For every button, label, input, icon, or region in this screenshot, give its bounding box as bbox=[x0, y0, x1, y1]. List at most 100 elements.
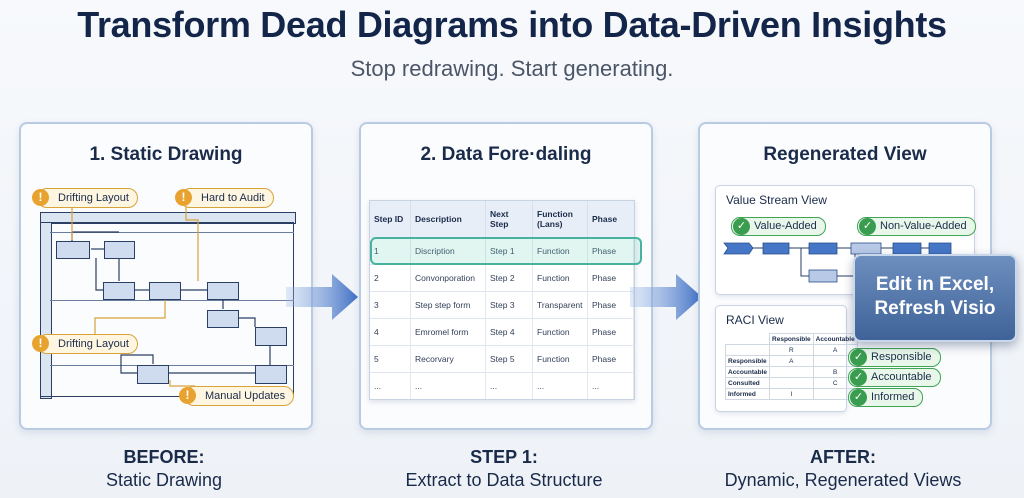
caption-text: Static Drawing bbox=[105, 470, 223, 490]
lane-frame bbox=[40, 222, 294, 397]
table-cell: Step 5 bbox=[485, 345, 533, 373]
table-cell: I bbox=[769, 388, 814, 400]
table-cell: Accountable bbox=[812, 333, 858, 345]
table-cell: Emromel form bbox=[410, 318, 486, 346]
table-cell: Function bbox=[532, 237, 588, 265]
pill-label: Responsible bbox=[871, 351, 932, 363]
table-cell: 3 bbox=[370, 291, 411, 319]
table-row[interactable]: 3 Step step form Step 3 Transparent Phas… bbox=[370, 291, 634, 319]
check-icon: ✓ bbox=[850, 349, 867, 366]
callout-label: Drifting Layout bbox=[58, 338, 129, 350]
table-cell: R bbox=[769, 344, 814, 356]
card-title: Value Stream View bbox=[726, 193, 827, 207]
pill-label: Informed bbox=[871, 391, 915, 403]
table-cell: Phase bbox=[587, 318, 634, 346]
panel-title: Regenerated View bbox=[763, 144, 927, 165]
panel-title: 2. Data Fore·daling bbox=[420, 144, 592, 165]
table-cell: Phase bbox=[587, 345, 634, 373]
table-row[interactable]: 4 Emromel form Step 4 Function Phase bbox=[370, 318, 634, 346]
table-cell: 1 bbox=[370, 237, 411, 265]
warning-icon: ! bbox=[32, 189, 49, 206]
data-table: Step ID Description Next Step Function (… bbox=[369, 200, 635, 400]
caption-heading: STEP 1: bbox=[470, 447, 538, 467]
flow-box bbox=[255, 327, 287, 346]
pill-label: Value-Added bbox=[754, 220, 817, 232]
pill-non-value-added: ✓ Non-Value-Added bbox=[857, 217, 976, 236]
callout-drifting-layout: ! Drifting Layout bbox=[32, 334, 138, 354]
edit-refresh-callout: Edit in Excel, Refresh Visio bbox=[853, 254, 1017, 342]
table-cell: Step 4 bbox=[485, 318, 533, 346]
table-cell: ... bbox=[587, 372, 634, 399]
table-row[interactable]: 5 Recorvary Step 5 Function Phase bbox=[370, 345, 634, 373]
callout-label: Hard to Audit bbox=[201, 192, 265, 204]
callout-manual-updates: !Manual Updates bbox=[179, 386, 295, 406]
flow-box bbox=[103, 282, 135, 300]
check-icon: ✓ bbox=[859, 218, 876, 235]
pill-label: Non-Value-Added bbox=[880, 220, 967, 232]
table-cell: Consulted bbox=[724, 377, 771, 389]
table-cell: ... bbox=[410, 372, 486, 399]
table-cell: 2 bbox=[370, 264, 411, 292]
caption-heading: BEFORE: bbox=[123, 447, 205, 467]
page-title: Transform Dead Diagrams into Data-Driven… bbox=[77, 4, 947, 45]
column-header: Description bbox=[410, 201, 486, 238]
callout-drifting-layout: ! Drifting Layout bbox=[32, 188, 138, 208]
table-cell: Phase bbox=[587, 237, 634, 265]
callout-line: Edit in Excel, bbox=[875, 274, 995, 295]
row-highlight bbox=[370, 237, 642, 265]
flow-connectors bbox=[71, 205, 271, 387]
warning-icon: ! bbox=[32, 335, 49, 352]
table-header-row: Step ID Description Next Step Function (… bbox=[370, 201, 634, 238]
check-icon: ✓ bbox=[850, 369, 867, 386]
caption-before: BEFORE: Static Drawing bbox=[19, 446, 309, 492]
table-cell: ... bbox=[370, 372, 411, 399]
table-cell: Step step form bbox=[410, 291, 486, 319]
table-cell: Function bbox=[532, 345, 588, 373]
table-cell: Convonporation bbox=[410, 264, 486, 292]
table-cell: ... bbox=[532, 372, 588, 399]
column-header: Step ID bbox=[370, 201, 411, 238]
check-icon: ✓ bbox=[733, 218, 750, 235]
column-header: Phase bbox=[587, 201, 634, 238]
callout-label: Drifting Layout bbox=[58, 192, 129, 204]
lane-divider bbox=[50, 300, 294, 301]
arrow-right-icon bbox=[286, 274, 358, 320]
caption-step1: STEP 1: Extract to Data Structure bbox=[359, 446, 649, 492]
table-cell: 5 bbox=[370, 345, 411, 373]
table-cell: Function bbox=[532, 264, 588, 292]
lane-divider bbox=[50, 232, 294, 233]
table-cell: Phase bbox=[587, 264, 634, 292]
table-cell: Informed bbox=[724, 388, 771, 400]
pill-informed: ✓Informed bbox=[848, 388, 924, 407]
table-cell: Transparent bbox=[532, 291, 588, 319]
table-cell: Step 2 bbox=[485, 264, 533, 292]
flow-box bbox=[104, 241, 135, 259]
flow-box bbox=[207, 310, 239, 328]
warning-icon: ! bbox=[175, 189, 192, 206]
pill-responsible: ✓ Responsible bbox=[848, 348, 941, 367]
caption-text: Extract to Data Structure bbox=[405, 470, 603, 490]
card-title: RACI View bbox=[726, 313, 784, 327]
callout-hard-to-audit: ! Hard to Audit bbox=[175, 188, 274, 208]
table-cell: Step 3 bbox=[485, 291, 533, 319]
table-cell: Recorvary bbox=[410, 345, 486, 373]
callout-label: Manual Updates bbox=[205, 390, 286, 402]
caption-after: AFTER: Dynamic, Regenerated Views bbox=[698, 446, 988, 492]
flow-box bbox=[255, 365, 287, 384]
table-cell: Accountable bbox=[724, 366, 771, 378]
callout-line: Refresh Visio bbox=[874, 298, 996, 319]
table-row: Responsible Accountable bbox=[726, 333, 858, 345]
flow-box bbox=[137, 365, 169, 384]
table-cell: ... bbox=[485, 372, 533, 399]
caption-heading: AFTER: bbox=[810, 447, 876, 467]
table-cell: 4 bbox=[370, 318, 411, 346]
table-row[interactable]: 2 Convonporation Step 2 Function Phase bbox=[370, 264, 634, 292]
pill-accountable: ✓Accountable bbox=[848, 368, 941, 387]
table-row[interactable]: ... ... ... ... ... bbox=[370, 372, 634, 399]
